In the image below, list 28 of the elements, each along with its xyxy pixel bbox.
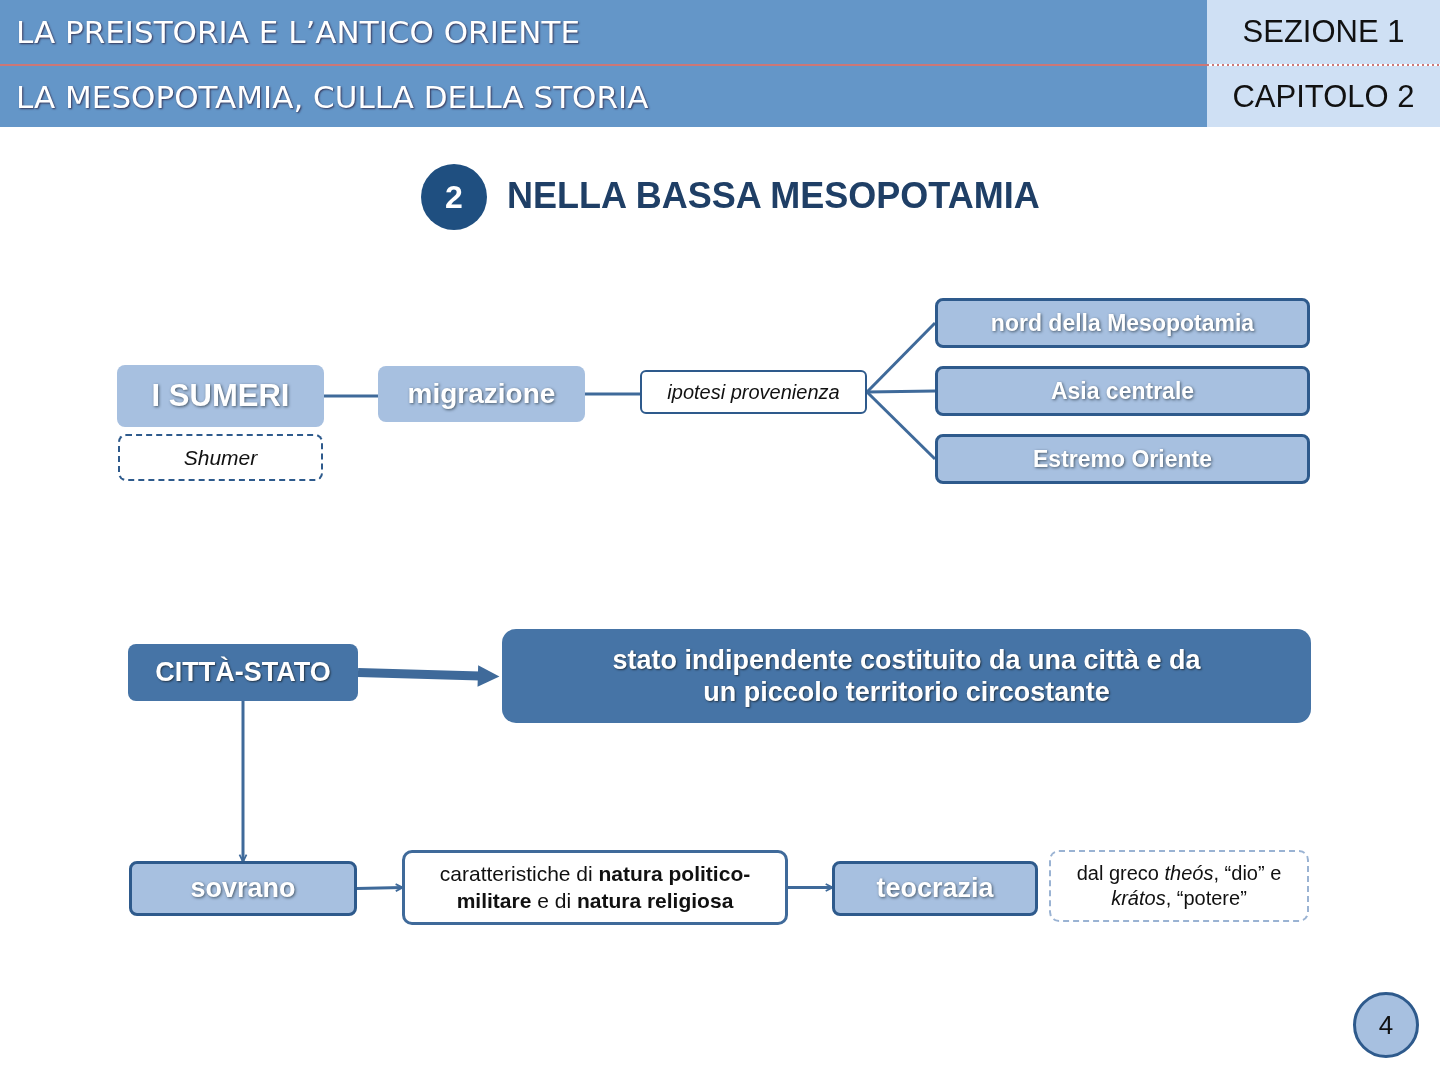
concept-box: I SUMERI (117, 365, 324, 427)
section-tab: SEZIONE 1 (1207, 0, 1440, 64)
arrow (788, 883, 834, 892)
definition-box: stato indipendente costituito da una città e da un piccolo territorio circostante (502, 629, 1311, 723)
connector-line (866, 389, 936, 394)
concept-box: nord della Mesopotamia (935, 298, 1310, 348)
concept-box: CITTÀ-STATO (128, 644, 358, 701)
connector-line (865, 390, 937, 461)
concept-box: migrazione (378, 366, 585, 422)
concept-box: teocrazia (832, 861, 1038, 916)
arrow (238, 701, 248, 863)
concept-box: sovrano (129, 861, 357, 916)
concept-box: Asia centrale (935, 366, 1310, 416)
page-number-circle: 4 (1353, 992, 1419, 1058)
heading: NELLA BASSA MESOPOTAMIA (507, 175, 1040, 217)
arrow (356, 883, 404, 892)
connector-line (324, 394, 378, 398)
outline-box: caratteristiche di natura politico-militare e di natura religiosa (402, 850, 788, 925)
outline-box: ipotesi provenienza (640, 370, 867, 414)
chapter-tab: CAPITOLO 2 (1207, 66, 1440, 127)
connector-line (585, 392, 640, 396)
header-band: LA MESOPOTAMIA, CULLA DELLA STORIA (0, 66, 1207, 127)
arrow (357, 665, 500, 687)
note-box: dal greco theós, “dio” e krátos, “potere” (1049, 850, 1309, 922)
concept-box: Estremo Oriente (935, 434, 1310, 484)
note-box: Shumer (118, 434, 323, 481)
header-band: LA PREISTORIA E L’ANTICO ORIENTE (0, 0, 1207, 64)
number-circle: 2 (421, 164, 487, 230)
